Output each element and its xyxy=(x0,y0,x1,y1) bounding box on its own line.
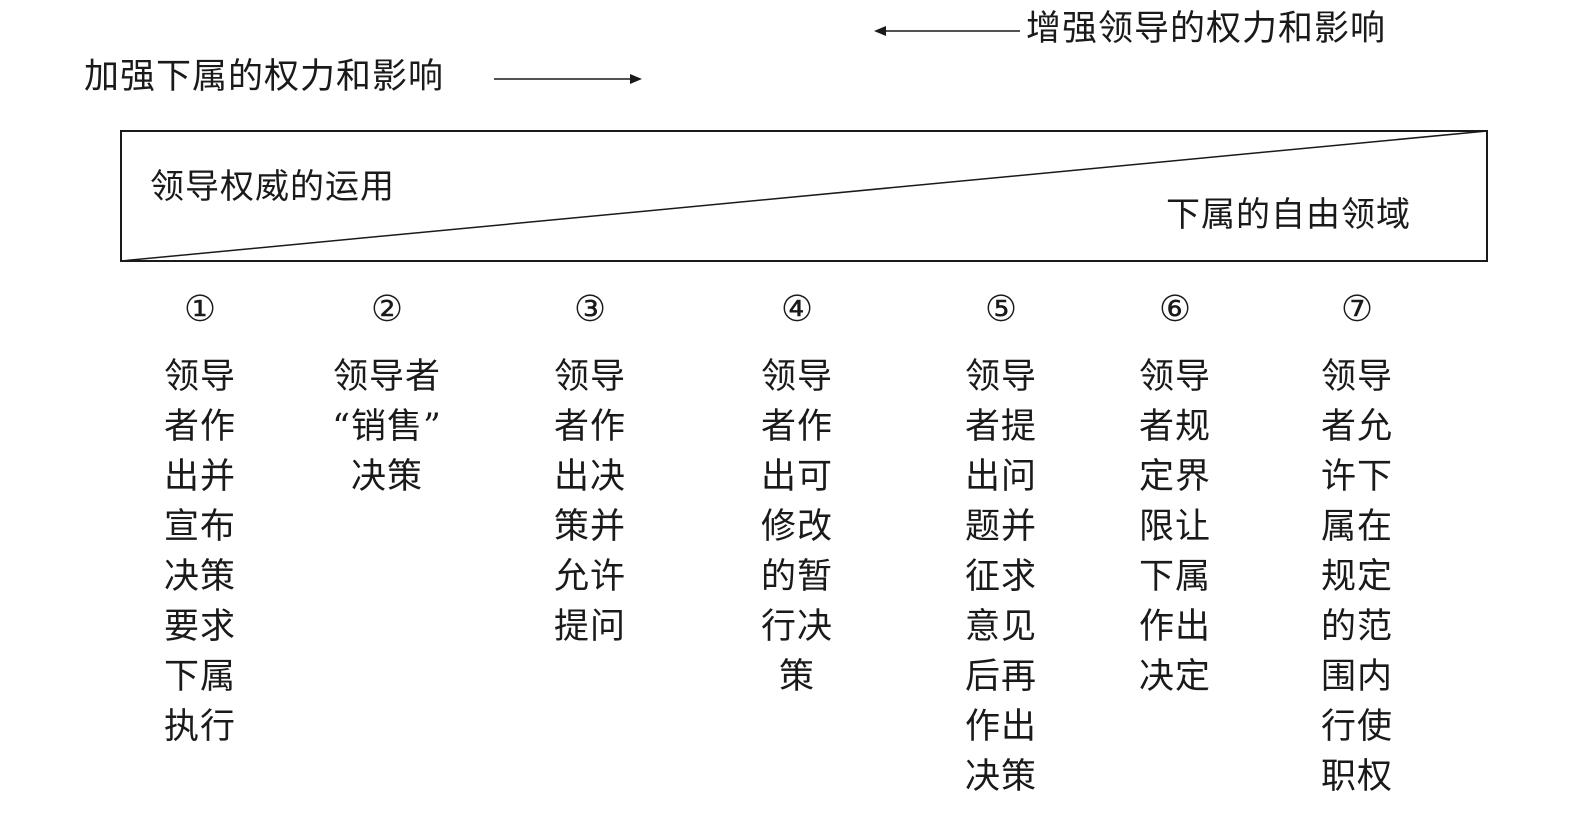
style-number: ② xyxy=(370,289,404,330)
style-column-6: ⑥ 领导 者规 定界 限让 下属 作出 决定 xyxy=(1115,288,1235,702)
style-column-4: ④ 领导 者作 出可 修改 的暂 行决 策 xyxy=(737,288,857,702)
style-column-1: ① 领导 者作 出并 宣布 决策 要求 下属 执行 xyxy=(140,288,260,752)
style-number: ④ xyxy=(780,289,814,330)
subordinate-power-label: 加强下属的权力和影响 xyxy=(84,57,445,97)
style-column-5: ⑤ 领导 者提 出问 题并 征求 意见 后再 作出 决策 xyxy=(941,288,1061,802)
style-number: ① xyxy=(183,289,217,330)
subordinate-power-arrowhead xyxy=(630,74,642,84)
style-column-2: ② 领导者 “销售” 决策 xyxy=(327,288,447,502)
style-description: 领导者 “销售” 决策 xyxy=(332,357,442,497)
style-description: 领导 者作 出可 修改 的暂 行决 策 xyxy=(760,357,833,697)
style-number: ⑦ xyxy=(1340,289,1374,330)
leader-authority-area-label: 领导权威的运用 xyxy=(150,167,395,207)
style-description: 领导 者作 出并 宣布 决策 要求 下属 执行 xyxy=(163,357,236,747)
style-column-3: ③ 领导 者作 出决 策并 允许 提问 xyxy=(530,288,650,652)
style-column-7: ⑦ 领导 者允 许下 属在 规定 的范 围内 行使 职权 xyxy=(1297,288,1417,802)
style-number: ⑥ xyxy=(1158,289,1192,330)
style-number: ③ xyxy=(573,289,607,330)
style-description: 领导 者规 定界 限让 下属 作出 决定 xyxy=(1138,357,1211,697)
style-description: 领导 者提 出问 题并 征求 意见 后再 作出 决策 xyxy=(964,357,1037,797)
style-description: 领导 者作 出决 策并 允许 提问 xyxy=(553,357,626,647)
leader-power-arrowhead xyxy=(874,26,886,36)
style-number: ⑤ xyxy=(984,289,1018,330)
style-description: 领导 者允 许下 属在 规定 的范 围内 行使 职权 xyxy=(1320,357,1393,797)
leader-power-label: 增强领导的权力和影响 xyxy=(1026,9,1387,49)
subordinate-freedom-area-label: 下属的自由领域 xyxy=(1166,195,1411,235)
continuum-diagonal xyxy=(120,130,1488,262)
continuum-box xyxy=(120,130,1488,262)
